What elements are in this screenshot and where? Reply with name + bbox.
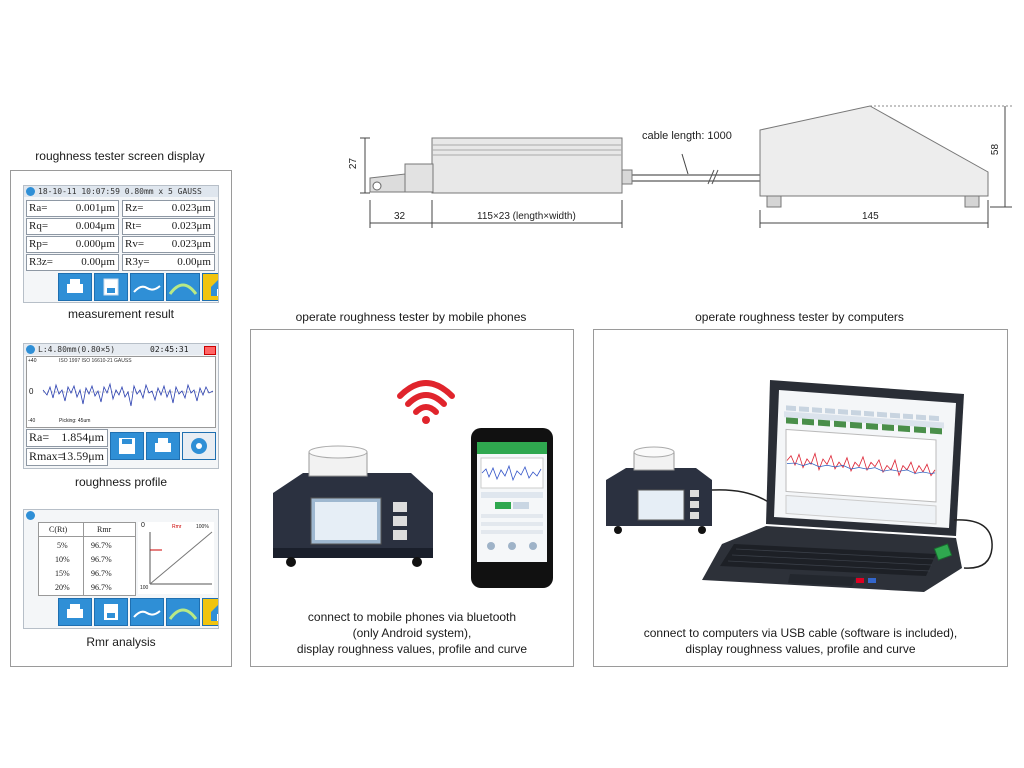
measurement-screen: 18-10-11 10:07:59 0.80mm x 5 GAUSS Ra=0.… [23,185,219,303]
rmr-curve-icon [168,608,198,620]
profile-screen: L:4.80mm(0.80×5) 02:45:31 ISO 1997 ISO 1… [23,343,219,469]
rmr-row-c: 20% [55,583,70,592]
print-button[interactable] [58,598,92,626]
home-icon [211,605,218,621]
profile-caption: roughness profile [74,475,168,489]
profile-button[interactable] [130,598,164,626]
dim-145-label: 145 [862,211,879,222]
battery-icon [204,346,216,355]
rmr-curve [149,531,213,585]
rmr-chart-bottom: 100 [140,585,149,591]
bluetooth-icon [26,345,35,354]
result-cell: Rp=0.000μm [26,236,119,253]
rmr-row-c: 5% [57,541,68,550]
rmr-row-r: 96.7% [91,569,112,578]
save-button[interactable] [110,432,144,460]
result-cell: Rt=0.023μm [122,218,215,235]
profile-icon-bar [110,432,216,460]
dim-27-label: 27 [348,157,360,170]
print-button[interactable] [58,273,92,301]
y-top-label: +40 [28,358,37,364]
bluetooth-icon [26,187,35,196]
measurement-caption: measurement result [67,307,175,321]
signal-icon [397,380,455,415]
printer-icon [67,604,83,618]
rmr-caption: Rmr analysis [86,635,156,649]
computer-panel: connect to computers via USB cable (soft… [593,329,1008,667]
settings-button[interactable] [182,432,216,460]
result-cell: Rv=0.023μm [122,236,215,253]
rmr-screen: C(Rt) Rmr 5% 96.7% 10% 96.7% 15% 96.7% 2… [23,509,219,629]
profile-time: 02:45:31 [150,345,189,354]
printer-icon [67,279,83,293]
measurement-icon-bar [58,273,218,301]
cable-length-label: cable length: 1000 [642,130,732,142]
picking-label: Picking: 45um [59,418,91,424]
mobile-illustration [273,380,553,588]
rmr-button[interactable] [166,273,200,301]
ra-value-cell: Ra=1.854μm [26,429,108,447]
rmr-table: C(Rt) Rmr 5% 96.7% 10% 96.7% 15% 96.7% 2… [38,522,136,596]
profile-status-bar: L:4.80mm(0.80×5) [24,344,218,355]
result-cell: R3z=0.00μm [26,254,119,271]
profile-standard: ISO 1997 ISO 16610-21 GAUSS [59,358,132,364]
rmr-row-r: 96.7% [91,583,112,592]
mobile-panel: connect to mobile phones via bluetooth (… [250,329,574,667]
home-icon [211,280,218,296]
screen-display-panel: 18-10-11 10:07:59 0.80mm x 5 GAUSS Ra=0.… [10,170,232,667]
rmr-chart-zero: 0 [141,522,145,529]
computer-title: operate roughness tester by computers [695,310,904,324]
rmr-button[interactable] [166,598,200,626]
profile-curve-icon [133,285,161,293]
mobile-desc-line3: display roughness values, profile and cu… [296,642,528,656]
rmr-row-c: 15% [55,569,70,578]
rmr-header-c: C(Rt) [49,525,68,534]
dim-58-label: 58 [990,143,1002,156]
rmr-chart-hundred: 100% [196,524,209,530]
rmr-curve-icon [168,283,198,295]
gear-icon [191,438,207,454]
result-cell: Rz=0.023μm [122,200,215,217]
measurement-status-bar: 18-10-11 10:07:59 0.80mm x 5 GAUSS [24,186,218,197]
rmr-chart: 0 Rmr 100% 100 [138,522,214,594]
rmr-icon-bar [58,598,218,626]
computer-desc-line1: connect to computers via USB cable (soft… [643,626,958,640]
bluetooth-icon [26,511,35,520]
y-bot-label: -40 [28,418,36,424]
profile-curve-icon [133,610,161,618]
rmr-row-r: 96.7% [91,541,112,550]
rmr-row-c: 10% [55,555,70,564]
rmr-row-r: 96.7% [91,555,112,564]
mobile-title: operate roughness tester by mobile phone… [295,310,527,324]
dim-32-label: 32 [394,211,406,222]
screen-display-title: roughness tester screen display [35,149,205,163]
computer-illustration [606,380,993,592]
save-icon [104,604,118,620]
result-cell: Ra=0.001μm [26,200,119,217]
result-cell: R3y=0.00μm [122,254,215,271]
mobile-desc-line2: (only Android system), [352,626,472,640]
rmr-header-r: Rmr [97,525,112,534]
save-button[interactable] [94,273,128,301]
dimension-diagram: cable length: 1000 27 32 115×23 (length×… [340,100,1020,235]
home-button[interactable] [202,598,218,626]
printer-icon [155,438,171,452]
computer-desc-line2: display roughness values, profile and cu… [685,642,916,656]
rmax-value-cell: Rmax=13.59μm [26,448,108,466]
profile-length: L:4.80mm(0.80×5) [38,345,116,354]
profile-button[interactable] [130,273,164,301]
save-icon [103,278,119,296]
profile-plot: ISO 1997 ISO 16610-21 GAUSS +40 0 -40 Pi… [26,356,216,428]
dimension-drawing [360,105,1012,228]
print-button[interactable] [146,432,180,460]
profile-curve [42,382,214,407]
rmr-chart-label: Rmr [172,524,182,530]
floppy-icon [119,438,135,454]
y-mid-label: 0 [29,387,34,396]
result-cell: Rq=0.004μm [26,218,119,235]
dim-115-label: 115×23 (length×width) [477,211,576,222]
home-button[interactable] [202,273,218,301]
save-button[interactable] [94,598,128,626]
mobile-desc-line1: connect to mobile phones via bluetooth [307,610,517,624]
